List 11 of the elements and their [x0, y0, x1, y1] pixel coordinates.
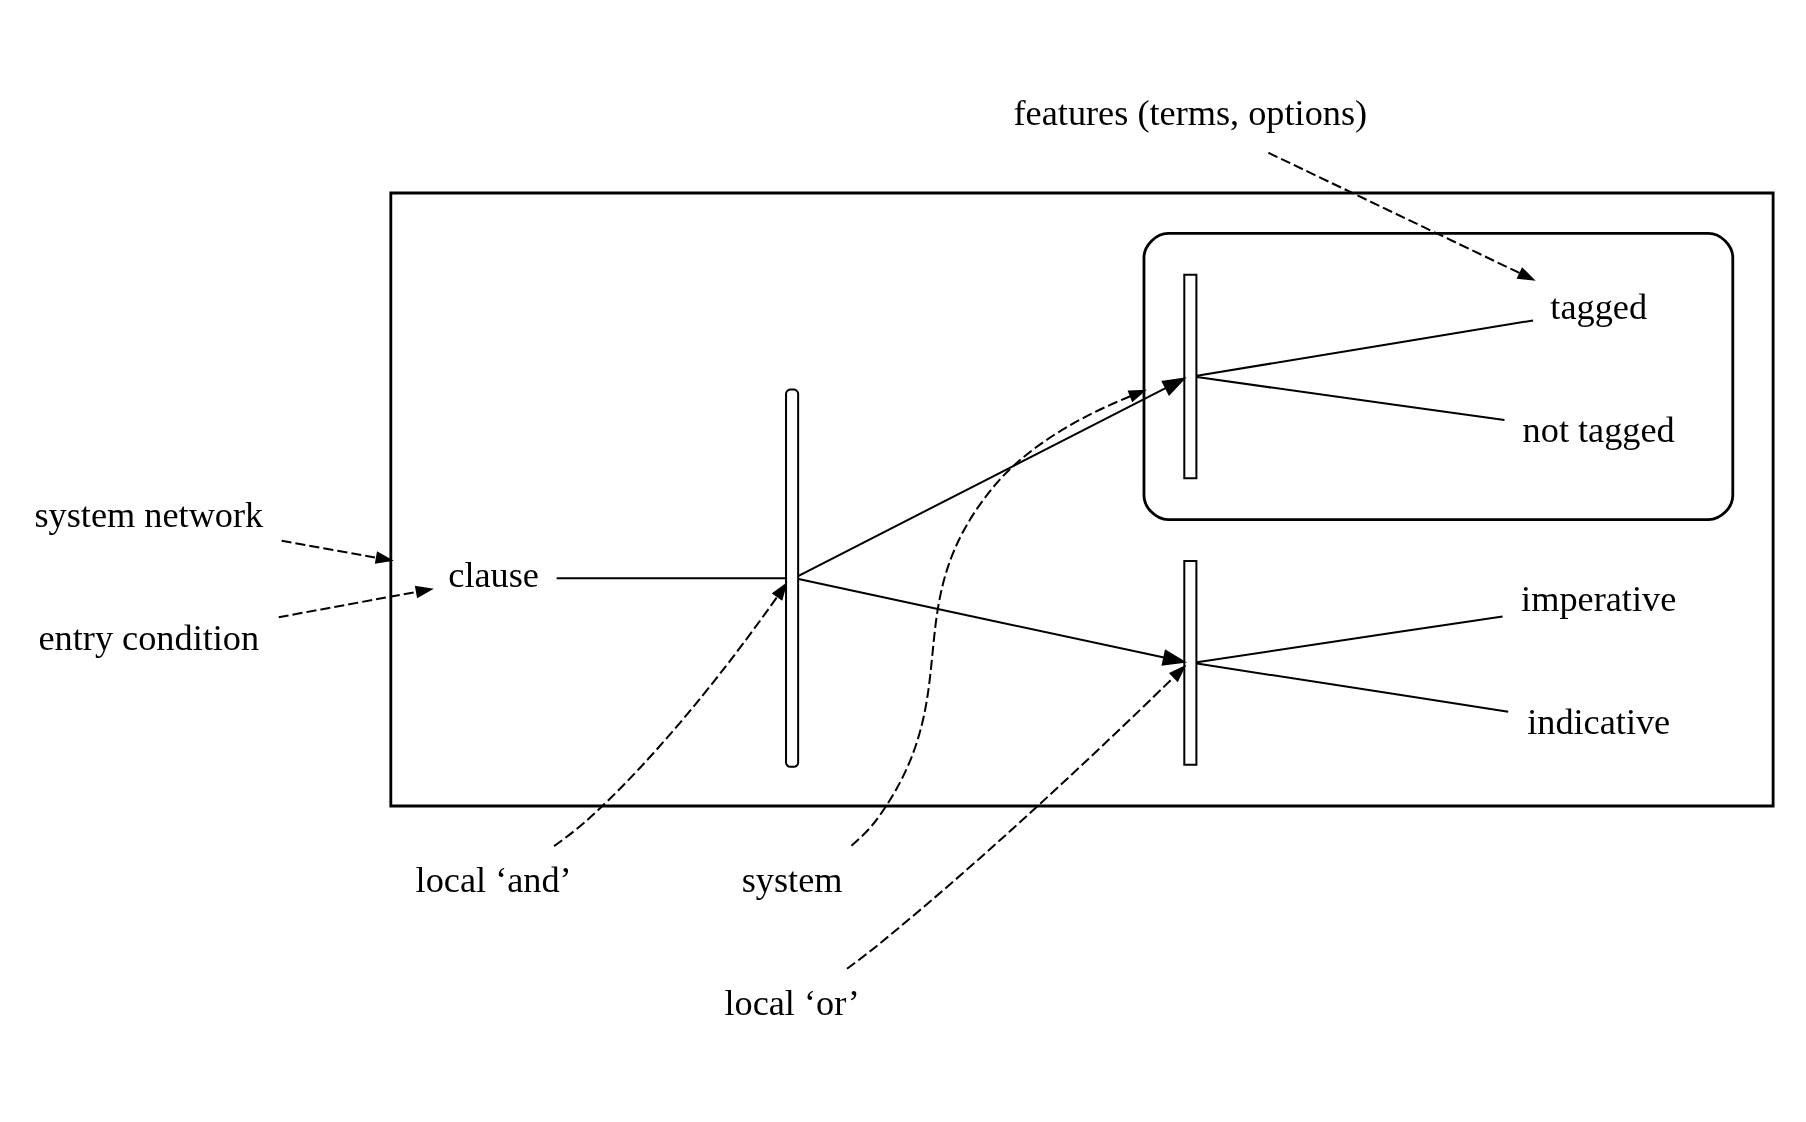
node-text: entry condition — [38, 617, 260, 658]
node-text: imperative — [1521, 579, 1677, 620]
node-text: indicative — [1527, 702, 1671, 743]
node-text: not tagged — [1522, 409, 1675, 450]
node-text: system network — [34, 494, 264, 535]
node-text: local ‘or’ — [724, 982, 860, 1023]
node-text: system — [741, 859, 843, 900]
node-text: tagged — [1550, 286, 1648, 327]
node-text: features (terms, options) — [1013, 93, 1368, 134]
node-text: clause — [448, 555, 539, 596]
node-text: local ‘and’ — [415, 859, 572, 900]
